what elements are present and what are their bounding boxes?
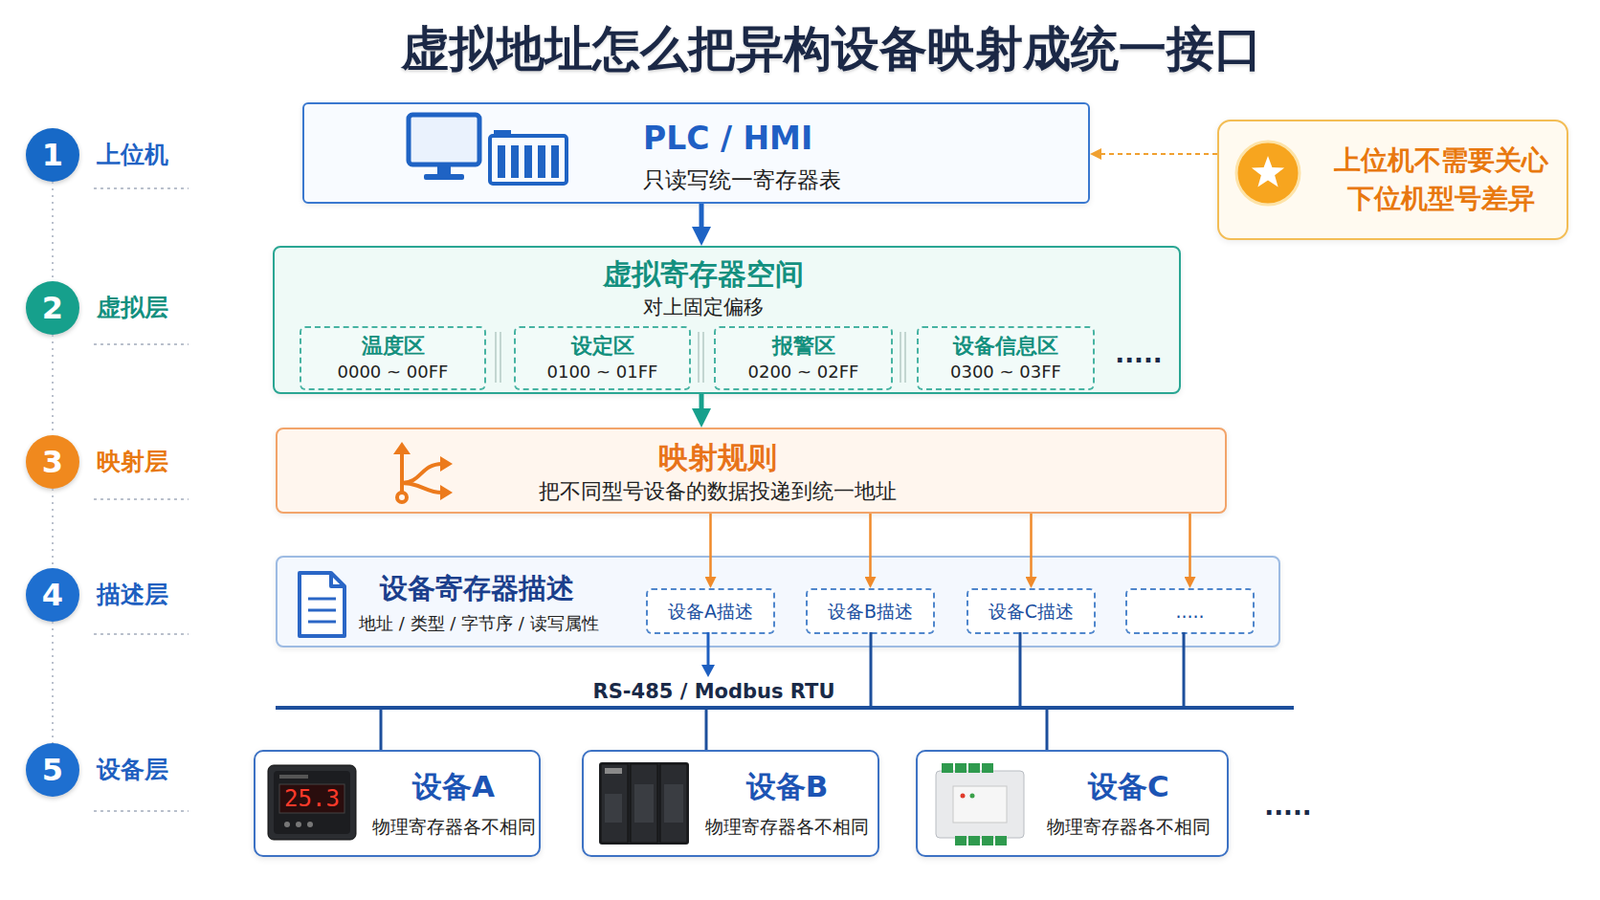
box-subtitle: 0300 ~ 03FF — [950, 359, 1062, 385]
meter-reading: 25.3 — [279, 784, 345, 814]
timeline-connector — [51, 488, 54, 569]
ellipsis-mark: ..... — [1110, 339, 1168, 369]
flow-arrow — [699, 394, 705, 419]
box-title: 设备寄存器描述 — [379, 569, 575, 608]
box-title: 虚拟寄存器空间 — [274, 255, 1133, 294]
step-item: 1 上位机 — [25, 128, 208, 182]
step-underline — [93, 633, 189, 636]
register-zone-box: 报警区0200 ~ 02FF — [713, 326, 893, 391]
ellipsis-mark: ..... — [1259, 792, 1317, 822]
step-underline — [93, 810, 189, 813]
step-label: 设备层 — [96, 754, 169, 787]
bus-label: RS-485 / Modbus RTU — [570, 677, 858, 707]
box-subtitle: 0100 ~ 01FF — [547, 359, 659, 385]
text-group: PLC / HMI 只读写统一寄存器表 — [643, 117, 842, 195]
step-underline — [93, 188, 189, 812]
step-number: 4 — [42, 576, 64, 615]
step-item: 3 映射层 — [25, 435, 208, 489]
bus-wire — [275, 706, 1294, 711]
box-title: 设备A描述 — [667, 599, 754, 624]
register-space-box: 虚拟寄存器空间对上固定偏移温度区0000 ~ 00FF设定区0100 ~ 01F… — [272, 245, 1181, 395]
step-label: 虚拟层 — [96, 291, 169, 325]
step-label: 描述层 — [96, 578, 169, 612]
step-circle: 3 — [25, 435, 80, 489]
box-subtitle: 物理寄存器各不相同 — [372, 813, 536, 841]
register-zone-box: 设备信息区0300 ~ 03FF — [916, 326, 1095, 391]
step-item: 4 描述层 — [25, 568, 208, 623]
timeline-connector — [51, 334, 54, 436]
box-subtitle: 地址 / 类型 / 字节序 / 读写属性 — [358, 611, 600, 637]
callout-arrow — [1095, 153, 1218, 156]
box-subtitle: 0200 ~ 02FF — [748, 359, 860, 385]
step-number: 5 — [42, 751, 64, 790]
bus-wire — [275, 632, 1294, 751]
box-subtitle: 物理寄存器各不相同 — [705, 813, 869, 841]
callout-box: 上位机不需要关心 下位机型号差异 — [1217, 119, 1569, 241]
box-title: 设备C描述 — [988, 599, 1074, 624]
flow-arrow — [699, 203, 705, 237]
box-subtitle: 0000 ~ 00FF — [337, 359, 449, 385]
box-title: 设备A — [412, 767, 495, 806]
step-item: 5 设备层 — [25, 743, 208, 798]
device-box: 设备C 物理寄存器各不相同 — [915, 750, 1229, 858]
step-item: 2 虚拟层 — [25, 281, 208, 335]
bus-wire — [705, 708, 709, 751]
device-box: 设备B 物理寄存器各不相同 — [581, 750, 880, 858]
box-title: 设备信息区 — [953, 333, 1059, 360]
device-description-box: 设备C描述 — [966, 588, 1096, 635]
bus-wire — [1045, 708, 1049, 751]
step-circle: 2 — [25, 281, 80, 335]
diagram-title: 虚拟地址怎么把异构设备映射成统一接口 — [257, 19, 1406, 79]
text-group: 映射规则把不同型号设备的数据投递到统一地址 — [277, 437, 1158, 507]
register-zone-box: 温度区0000 ~ 00FF — [299, 326, 487, 391]
box-subtitle: 把不同型号设备的数据投递到统一地址 — [277, 477, 1158, 507]
bus-wire — [379, 708, 383, 751]
step-underline — [93, 187, 189, 190]
step-circle: 5 — [25, 743, 80, 798]
box-subtitle: 物理寄存器各不相同 — [1046, 813, 1211, 841]
box-title: 设定区 — [571, 333, 635, 360]
mapping-box: 映射规则把不同型号设备的数据投递到统一地址 — [275, 427, 1227, 514]
register-zone-box: 设定区0100 ~ 01FF — [513, 326, 691, 391]
box-subtitle: 对上固定偏移 — [274, 293, 1133, 321]
device-description-box: 设备A描述 — [645, 588, 776, 635]
box-title: 温度区 — [361, 333, 425, 360]
step-number: 3 — [42, 443, 64, 482]
step-label: 映射层 — [96, 445, 169, 479]
step-circle: 1 — [25, 128, 80, 182]
step-number: 2 — [42, 288, 64, 328]
timeline-connector — [51, 181, 54, 282]
step-circle: 4 — [25, 568, 80, 623]
step-number: 1 — [42, 135, 64, 175]
meter-device-image — [279, 784, 345, 814]
bus-wire — [701, 665, 715, 678]
box-title: 设备B — [746, 767, 829, 806]
box-title: ..... — [1175, 599, 1204, 624]
timeline-connector — [51, 622, 54, 744]
device-description-box: 设备B描述 — [805, 588, 935, 635]
box-title: PLC / HMI — [643, 117, 842, 160]
step-underline — [93, 343, 189, 346]
box-title: 报警区 — [772, 333, 836, 360]
box-title: 设备B描述 — [827, 599, 913, 624]
step-label: 上位机 — [96, 138, 169, 172]
box-title: 上位机不需要关心 下位机型号差异 — [1328, 141, 1555, 219]
step-underline — [93, 498, 189, 501]
box-subtitle: 只读写统一寄存器表 — [643, 165, 842, 195]
host-box: PLC / HMI 只读写统一寄存器表 — [302, 102, 1090, 204]
text-group: 虚拟寄存器空间对上固定偏移 — [274, 255, 1133, 321]
device-description-box: ..... — [1125, 588, 1255, 635]
description-box: 设备寄存器描述地址 / 类型 / 字节序 / 读写属性 设备A描述 设备B描述 设备C… — [275, 555, 1281, 648]
box-title: 设备C — [1088, 767, 1170, 806]
box-title: 映射规则 — [277, 437, 1158, 478]
